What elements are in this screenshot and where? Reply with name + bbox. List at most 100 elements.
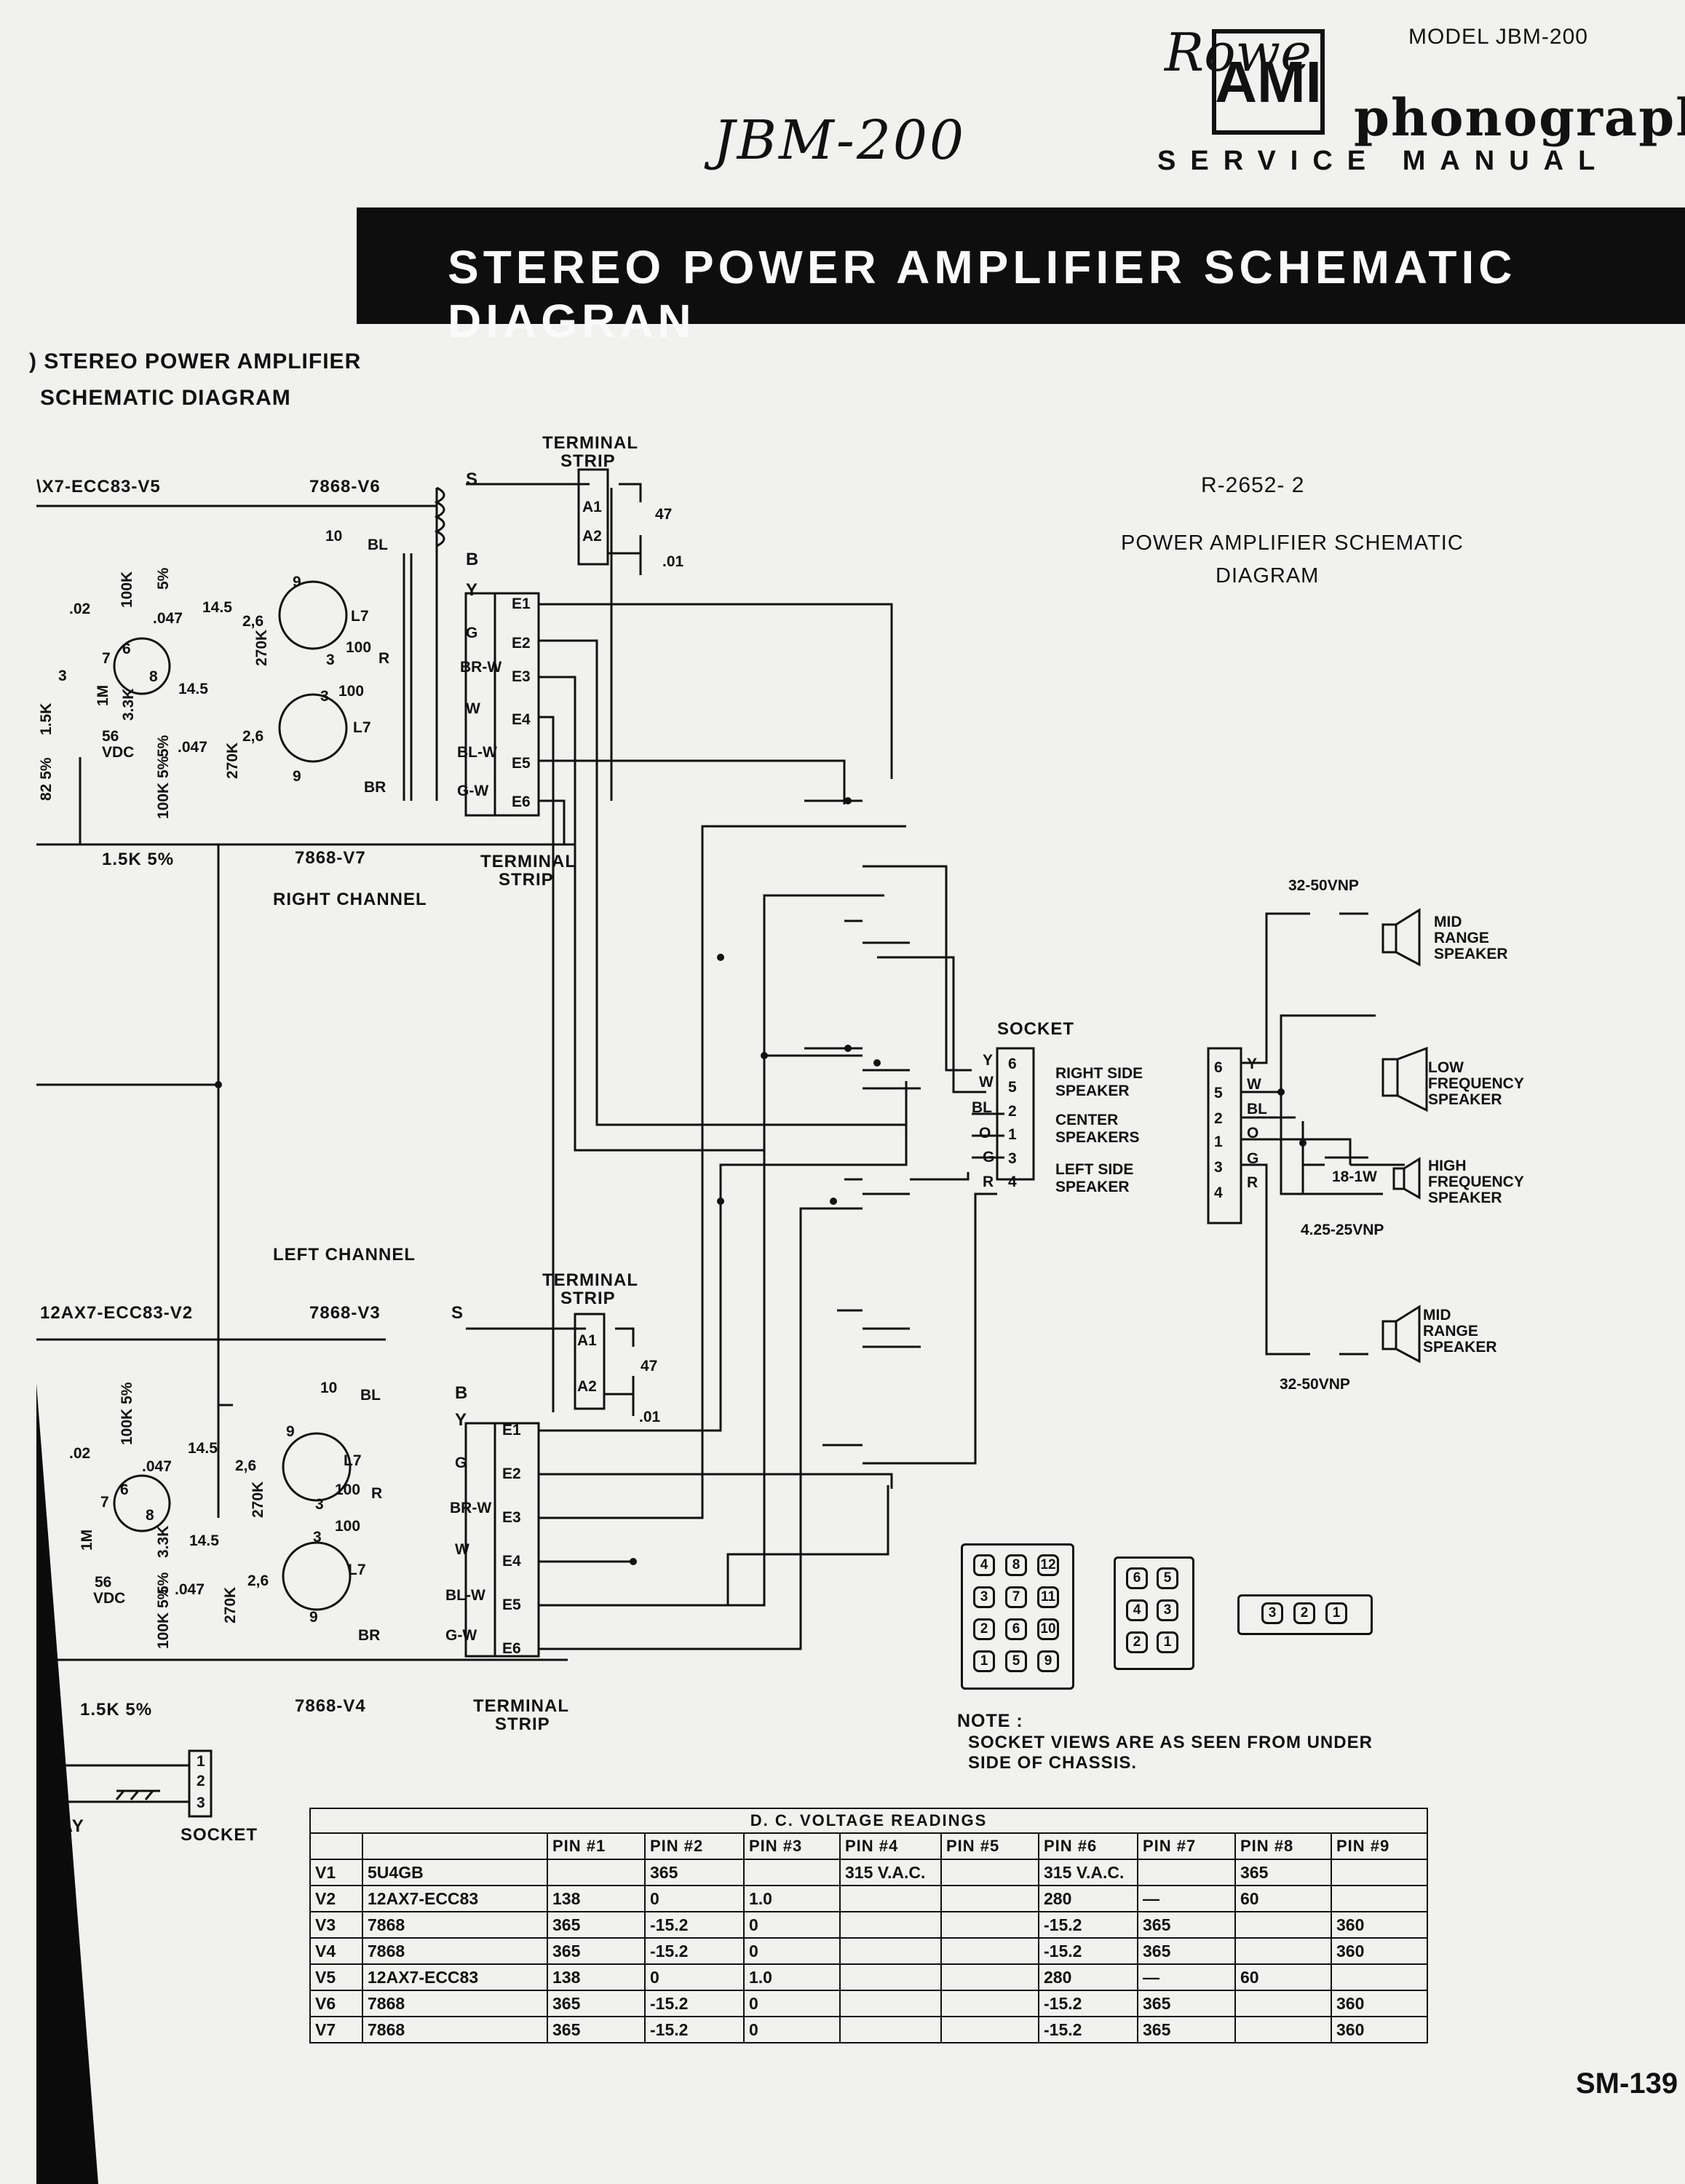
- speaker-mid-top-3: SPEAKER: [1434, 946, 1508, 962]
- output-wire-r: R: [983, 1174, 994, 1190]
- left-component-26: 3: [315, 1496, 324, 1513]
- relay-pin-3: 3: [197, 1795, 205, 1811]
- speaker-resistor-hf-label: 18-1W: [1332, 1168, 1377, 1185]
- table-cell: 365: [1137, 1911, 1236, 1939]
- right-component-14: .047: [178, 739, 207, 756]
- table-cell: [1331, 1859, 1428, 1886]
- dc-table-caption: D. C. VOLTAGE READINGS: [309, 1808, 1428, 1834]
- table-cell: [839, 1911, 942, 1939]
- left-component-19: .01: [639, 1409, 661, 1425]
- table-cell: 365: [1234, 1859, 1332, 1886]
- output-wire-g: G: [983, 1149, 995, 1166]
- right-component-27: 9: [293, 574, 301, 590]
- table-cell: 365: [644, 1859, 745, 1886]
- socket12-pin-9: 9: [1037, 1650, 1059, 1672]
- right-component-13: 5%: [155, 735, 172, 757]
- right-terminal-e3: E3: [512, 668, 531, 685]
- left-output-tube-bottom-label: 7868-V4: [295, 1696, 366, 1716]
- speaker-pin-6: 6: [1214, 1059, 1223, 1076]
- socket-note-line1: SOCKET VIEWS ARE AS SEEN FROM UNDER: [968, 1733, 1373, 1752]
- table-cell: 7868: [362, 1911, 548, 1939]
- right-terminal-e1: E1: [512, 596, 531, 612]
- right-lead-g-w: G-W: [457, 783, 489, 799]
- socket12-pin-8: 8: [1005, 1554, 1027, 1576]
- output-pin-6: 6: [1008, 1056, 1017, 1072]
- output-group-right-1: RIGHT SIDE: [1055, 1065, 1143, 1082]
- model-label: MODEL JBM-200: [1408, 25, 1588, 49]
- table-cell: 138: [547, 1885, 646, 1912]
- output-wire-w: W: [979, 1074, 994, 1091]
- table-cell: -15.2: [1038, 2016, 1138, 2043]
- right-component-28: 9: [293, 768, 301, 785]
- left-lead-br-w: BR-W: [450, 1500, 492, 1516]
- left-lead-y: Y: [455, 1410, 468, 1430]
- socket12-pin-10: 10: [1037, 1618, 1059, 1640]
- output-group-left-1: LEFT SIDE: [1055, 1161, 1134, 1178]
- right-lead-b: B: [466, 550, 480, 569]
- left-lead-bl-w: BL-W: [445, 1587, 485, 1604]
- ami-logo: AMI: [1212, 29, 1325, 135]
- left-component-30: 7: [100, 1494, 109, 1511]
- relay-pin-1: 1: [197, 1753, 205, 1770]
- right-component-30: 3: [320, 688, 329, 705]
- relay-pin-2: 2: [197, 1773, 205, 1789]
- right-terminal-strip-bottom-1: TERMINAL: [480, 852, 576, 871]
- left-component-31: 6: [120, 1481, 129, 1498]
- six-pin-socket-view: 6 5 4 3 2 1: [1114, 1556, 1194, 1670]
- left-terminal-strip-bottom-1: TERMINAL: [473, 1696, 569, 1716]
- speaker-pin-5: 5: [1214, 1085, 1223, 1101]
- left-component-13: .047: [175, 1581, 205, 1598]
- left-terminal-strip-top-2: STRIP: [560, 1289, 616, 1308]
- handwritten-model-number: JBM-200: [713, 109, 967, 172]
- page-edge-shadow: [36, 1383, 98, 2184]
- brand-word: phonograph: [1354, 87, 1685, 148]
- left-lead-w: W: [455, 1541, 469, 1558]
- socket12-pin-11: 11: [1037, 1586, 1059, 1608]
- table-cell: —: [1137, 1963, 1236, 1991]
- table-cell: [940, 1990, 1039, 2017]
- table-cell: [1234, 1937, 1332, 1965]
- right-component-25: R: [378, 650, 390, 667]
- right-component-12: 3.3K: [120, 688, 137, 721]
- table-cell: [940, 1911, 1039, 1939]
- right-terminal-e6: E6: [512, 794, 531, 810]
- table-cell: 280: [1038, 1963, 1138, 1991]
- table-cell: 365: [1137, 1937, 1236, 1965]
- left-output-tube-top-label: 7868-V3: [309, 1303, 381, 1323]
- output-pin-4: 4: [1008, 1174, 1017, 1190]
- right-component-20: 82 5%: [38, 757, 55, 801]
- left-component-9: 56: [95, 1574, 112, 1591]
- title-bar: [357, 207, 1685, 324]
- table-cell: [1234, 2016, 1332, 2043]
- speaker-pin-2: 2: [1214, 1110, 1223, 1127]
- speaker-low-3: SPEAKER: [1428, 1091, 1502, 1108]
- socket3-pin-2: 2: [1293, 1602, 1315, 1624]
- table-cell: [839, 1885, 942, 1912]
- table-cell: 365: [547, 1911, 646, 1939]
- left-component-6: 2,6: [235, 1457, 257, 1474]
- left-component-21: 100: [335, 1518, 361, 1535]
- socket12-pin-1: 1: [973, 1650, 995, 1672]
- table-cell: [839, 2016, 942, 2043]
- output-wire-y: Y: [983, 1052, 994, 1069]
- table-cell: [1331, 1885, 1428, 1912]
- left-component-28: L7: [344, 1452, 362, 1469]
- socket6-pin-1: 1: [1157, 1631, 1178, 1653]
- right-component-3: 100K: [119, 571, 135, 608]
- three-pin-socket-view: 3 2 1: [1237, 1594, 1373, 1635]
- table-cell: 365: [1137, 2016, 1236, 2043]
- table-cell: 0: [743, 1911, 841, 1939]
- socket12-pin-2: 2: [973, 1618, 995, 1640]
- right-component-2: .02: [69, 601, 91, 617]
- right-lead-bl-w: BL-W: [457, 744, 497, 761]
- right-component-22: .01: [662, 553, 684, 570]
- table-cell: V2: [309, 1885, 363, 1912]
- speaker-pin-3: 3: [1214, 1159, 1223, 1176]
- right-component-26: BR: [364, 779, 386, 796]
- table-cell: -15.2: [644, 1990, 745, 2017]
- right-channel-label: RIGHT CHANNEL: [273, 890, 427, 909]
- speaker-low-2: FREQUENCY: [1428, 1075, 1524, 1092]
- left-component-20: 100: [335, 1481, 361, 1498]
